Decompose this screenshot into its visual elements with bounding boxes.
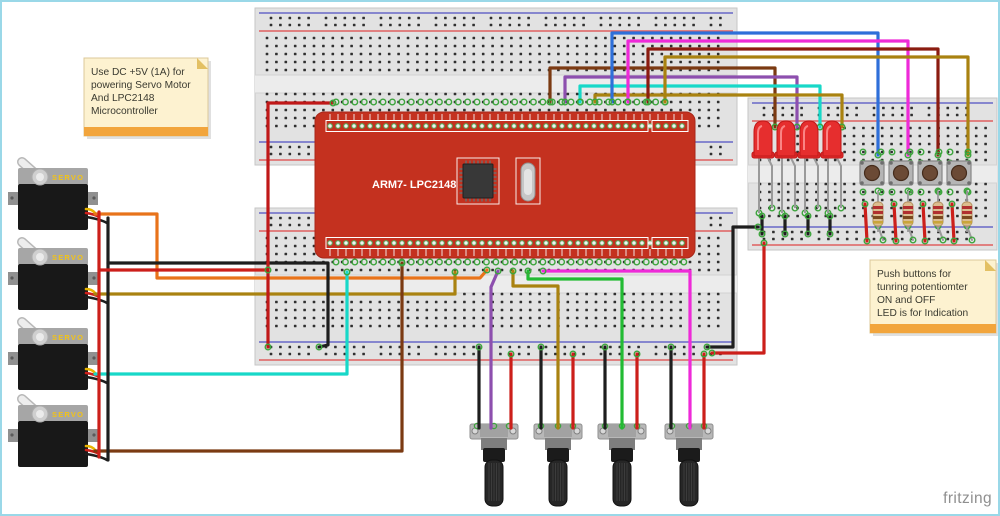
button-cap [921, 164, 939, 182]
microcontroller-layer: ARM7- LPC2148 [314, 111, 696, 259]
button-cap [950, 164, 968, 182]
servo-motor-4[interactable]: SERVO [8, 394, 109, 467]
servo-gnd-lead [84, 295, 109, 305]
servo-signal-lead [84, 287, 97, 295]
led-2[interactable] [774, 120, 798, 213]
servo-signal-lead [84, 444, 97, 452]
wire-servo4-signal-brown[interactable] [93, 261, 404, 453]
servo-signal-lead [84, 367, 97, 375]
notes-layer: Use DC +5V (1A) for powering Servo MotorA… [83, 57, 999, 336]
push-button-2[interactable] [888, 160, 914, 186]
connection-rings-layer [264, 98, 976, 358]
potentiometer-4[interactable] [664, 422, 714, 507]
servo-label: SERVO [52, 410, 84, 419]
top-parts-layer [751, 120, 973, 232]
note-text-line: LED is for Indication [877, 308, 968, 319]
wire-servo-black-feed[interactable] [106, 261, 330, 349]
note-text-line: ON and OFF [877, 295, 935, 306]
wires-layer [93, 31, 973, 462]
led-bulb [799, 120, 819, 157]
servo-motor-2[interactable]: SERVO [8, 237, 109, 310]
note-text-line: And LPC2148 [91, 93, 155, 104]
wire-servo1-signal-orange[interactable] [93, 212, 489, 280]
wire-led1-wire-brown[interactable] [548, 66, 777, 129]
servo-gnd-lead [84, 452, 109, 462]
wire-button3-wire-maroon[interactable] [646, 47, 940, 157]
wire-main-red-riser[interactable] [266, 101, 335, 349]
note-fold-corner [197, 58, 208, 69]
wire-button4-vcc-jumper[interactable] [950, 202, 956, 243]
push-button-3[interactable] [917, 160, 943, 186]
potentiometer-2[interactable] [533, 422, 583, 507]
board-label: ARM7- LPC2148 [372, 179, 456, 191]
wire-button1-vcc-jumper[interactable] [863, 202, 869, 243]
push-button-1[interactable] [859, 160, 885, 186]
led-1[interactable] [751, 120, 775, 213]
potentiometer-1[interactable] [469, 422, 519, 507]
push-button-4[interactable] [946, 160, 972, 186]
note-text-line: Push buttons for [877, 269, 952, 280]
note-text-line: tunring potentiomter [877, 282, 968, 293]
led-bulb [776, 120, 796, 157]
servo-gnd-lead [84, 215, 109, 225]
servo-motor-3[interactable]: SERVO [8, 317, 109, 390]
note-text-line: powering Servo Motor [91, 80, 191, 91]
potentiometer-3[interactable] [597, 422, 647, 507]
led-bulb [822, 120, 842, 157]
wire-button3-vcc-jumper[interactable] [921, 202, 927, 243]
led-bulb [753, 120, 773, 157]
power-note[interactable]: Use DC +5V (1A) for powering Servo MotorA… [83, 57, 211, 139]
servo-motor-1[interactable]: SERVO [8, 157, 109, 230]
servo-label: SERVO [52, 173, 84, 182]
resistor-4[interactable] [961, 191, 973, 232]
resistor-3[interactable] [932, 191, 944, 232]
note-text-line: Microcontroller [91, 106, 158, 117]
resistor-2[interactable] [902, 191, 914, 232]
wire-button4-wire-gold[interactable] [663, 55, 970, 157]
led-4[interactable] [820, 120, 844, 213]
wire-pot4-wiper-magenta[interactable] [541, 269, 692, 430]
wire-pot3-wiper-green[interactable] [526, 269, 624, 430]
wire-servo3-signal-cyan[interactable] [93, 270, 349, 376]
mcu-chip [462, 163, 494, 199]
servo-label: SERVO [52, 253, 84, 262]
fritzing-watermark: fritzing [943, 490, 992, 507]
wire-pot1-wiper-purple[interactable] [489, 269, 500, 430]
servo-label: SERVO [52, 333, 84, 342]
buttons-note[interactable]: Push buttons for tunring potentiomter ON a… [869, 259, 999, 336]
note-bar [870, 324, 996, 333]
wire-button2-wire-magenta[interactable] [626, 39, 910, 157]
wire-button2-vcc-jumper[interactable] [892, 202, 898, 243]
wire-led3-wire-cyan[interactable] [578, 84, 822, 129]
wire-servo2-signal-gold[interactable] [93, 270, 457, 296]
button-cap [892, 164, 910, 182]
led-3[interactable] [797, 120, 821, 213]
wire-right-gnd-feed[interactable] [705, 225, 760, 349]
wire-pot2-wiper-gold[interactable] [511, 269, 560, 430]
wire-button1-wire-blue[interactable] [610, 31, 880, 157]
note-text-line: Use DC +5V (1A) for [91, 67, 185, 78]
note-fold-corner [985, 260, 996, 271]
servo-signal-lead [84, 207, 97, 215]
wire-right-vcc-feed[interactable] [710, 241, 766, 355]
wire-led4-wire-gold[interactable] [593, 93, 844, 129]
button-cap [863, 164, 881, 182]
servo-gnd-lead [84, 375, 109, 385]
resistor-1[interactable] [872, 191, 884, 232]
wire-led2-wire-purple[interactable] [563, 75, 799, 129]
note-bar [84, 127, 208, 136]
lpc2148-board[interactable]: ARM7- LPC2148 [314, 111, 696, 259]
